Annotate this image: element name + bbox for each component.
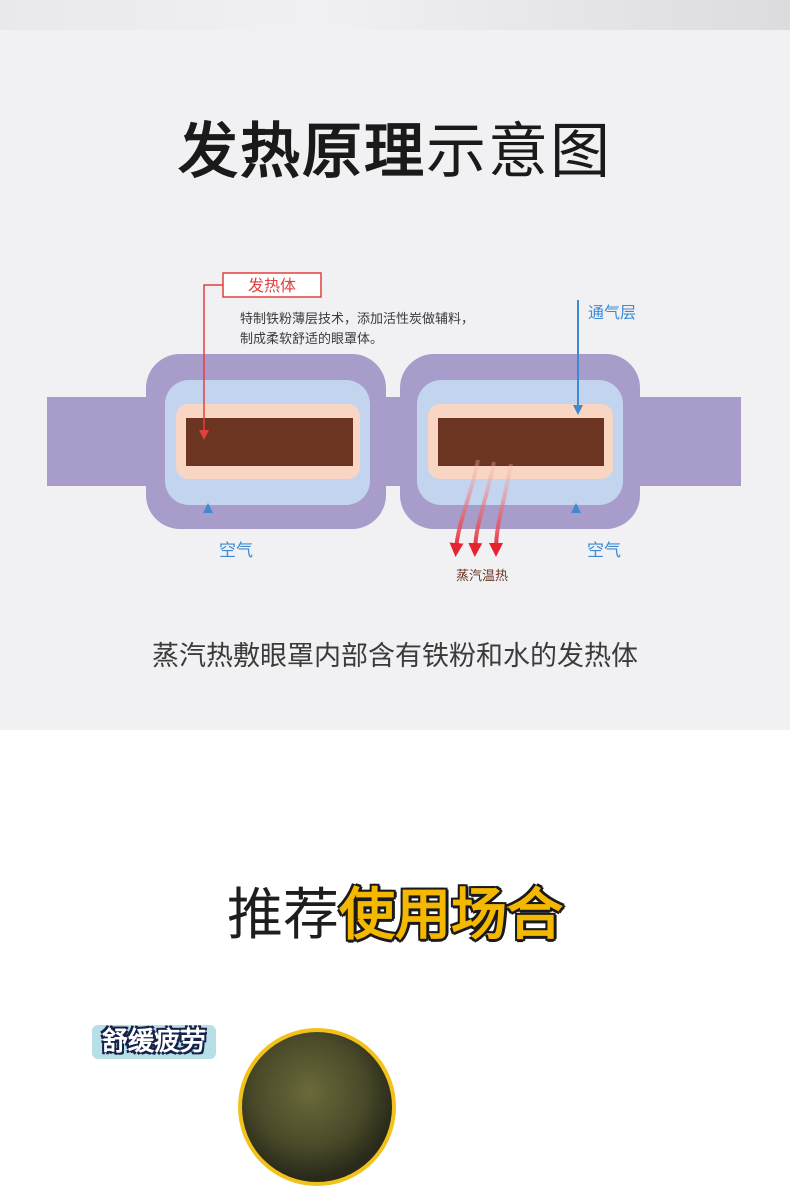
section-title: 推荐使用场合 — [0, 876, 790, 956]
heater-label: 发热体 — [248, 276, 296, 295]
air-label-right: 空气 — [587, 541, 621, 561]
section-title-thin: 推荐 — [227, 883, 339, 948]
heater-core-left — [186, 418, 353, 466]
heater-desc-line2: 制成柔软舒适的眼罩体。 — [240, 331, 383, 347]
section-title-highlight: 使用场合 — [339, 883, 563, 948]
scenario-photo — [238, 1028, 396, 1186]
page-title: 发热原理示意图 — [0, 114, 790, 190]
steam-arrow-icon — [449, 459, 480, 557]
heater-label-box — [222, 272, 322, 298]
heating-principle-diagram: 发热体 特制铁粉薄层技术，添加活性炭做辅料， 制成柔软舒适的眼罩体。 通气层 空… — [47, 272, 741, 605]
scenario-badge: 舒缓疲劳 — [92, 1025, 217, 1059]
right-eye-cup — [400, 354, 640, 529]
steam-arrow-icon — [468, 461, 496, 557]
air-label-left: 空气 — [219, 541, 253, 561]
title-light: 示意图 — [426, 117, 612, 187]
top-image-strip — [0, 0, 790, 30]
title-bold: 发热原理 — [178, 117, 426, 187]
diagram-caption: 蒸汽热敷眼罩内部含有铁粉和水的发热体 — [152, 641, 638, 672]
diagram-panel — [0, 30, 790, 730]
steam-arrow-icon — [489, 463, 513, 557]
heater-core-right — [438, 418, 604, 466]
pointer-arrow-icon — [199, 284, 223, 440]
heater-desc-line1: 特制铁粉薄层技术，添加活性炭做辅料， — [240, 312, 474, 327]
vent-layer-label: 通气层 — [588, 303, 636, 322]
left-eye-cup — [146, 354, 386, 529]
steam-label: 蒸汽温热 — [456, 569, 508, 584]
steam-arrows — [449, 459, 513, 557]
